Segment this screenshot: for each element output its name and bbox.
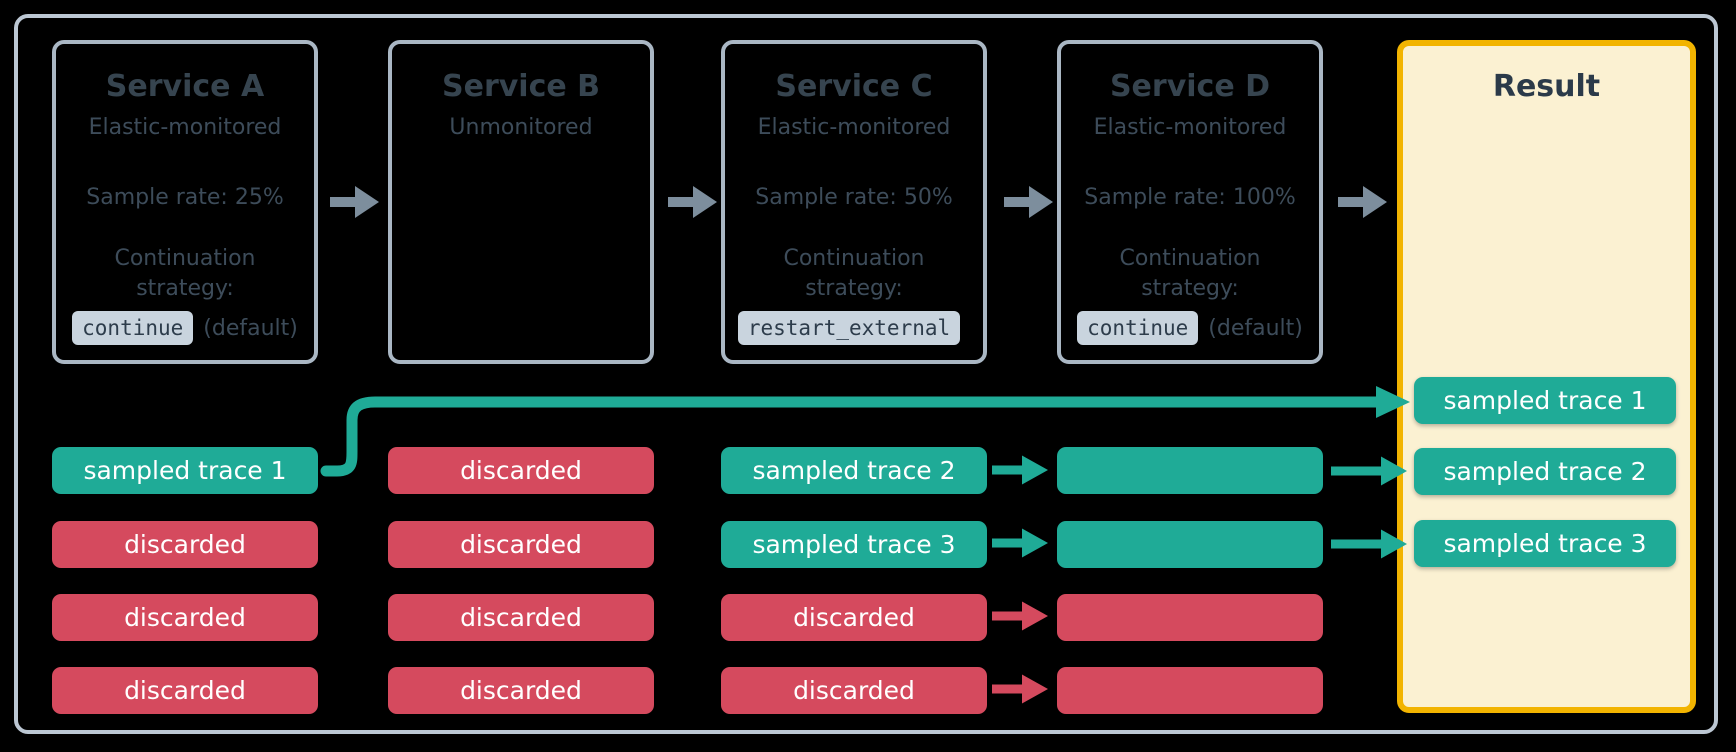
- trace-pill: discarded: [721, 667, 987, 714]
- flow-arrow-icon: [668, 186, 717, 218]
- trace-arrow-icon: [992, 528, 1048, 558]
- result-box: Result: [1397, 40, 1696, 713]
- service-d-box: Service D Elastic-monitored Sample rate:…: [1057, 40, 1323, 364]
- trace-pill: discarded: [52, 594, 318, 641]
- service-d-strategy-chip: continue: [1077, 311, 1199, 345]
- flow-arrow-icon: [1004, 186, 1053, 218]
- service-c-strategy-label: Continuation strategy:: [783, 246, 925, 301]
- trace-pill: sampled trace 2: [721, 447, 987, 494]
- trace-pill: discarded: [52, 521, 318, 568]
- service-c-title: Service C: [775, 69, 933, 104]
- trace-pill: sampled trace 1: [52, 447, 318, 494]
- trace-arrow-icon: [1331, 456, 1407, 486]
- service-b-title: Service B: [441, 69, 601, 104]
- service-d-strategy-row: continue (default): [1077, 311, 1303, 345]
- service-c-strategy-chip: restart_external: [737, 311, 961, 345]
- trace-pill: [1057, 521, 1323, 568]
- service-b-strategy-row: [409, 281, 633, 315]
- service-a-strategy-label: Continuation strategy:: [114, 246, 256, 301]
- service-d-strategy-label: Continuation strategy:: [1119, 246, 1261, 301]
- service-b-monitoring: Unmonitored: [449, 115, 593, 140]
- service-a-strategy-suffix: (default): [203, 315, 298, 341]
- service-c-monitoring: Elastic-monitored: [757, 115, 951, 140]
- result-title: Result: [1492, 69, 1601, 104]
- service-c-box: Service C Elastic-monitored Sample rate:…: [721, 40, 987, 364]
- trace-pill: [1057, 667, 1323, 714]
- service-a-strategy-chip: continue: [72, 311, 194, 345]
- service-a-box: Service A Elastic-monitored Sample rate:…: [52, 40, 318, 364]
- trace-pill: discarded: [388, 521, 654, 568]
- outer-frame: [14, 14, 1718, 734]
- trace-arrow-icon: [1331, 529, 1407, 559]
- result-trace-pill: sampled trace 3: [1414, 520, 1676, 567]
- trace-pill: [1057, 447, 1323, 494]
- service-d-strategy-suffix: (default): [1208, 315, 1303, 341]
- service-a-sample-rate: Sample rate: 25%: [86, 185, 284, 210]
- service-b-box: Service B Unmonitored: [388, 40, 654, 364]
- trace-pill: [1057, 594, 1323, 641]
- trace-pill: discarded: [388, 667, 654, 714]
- result-trace-pill: sampled trace 2: [1414, 448, 1676, 495]
- service-b-strategy-label: [409, 244, 633, 274]
- trace-pill: sampled trace 3: [721, 521, 987, 568]
- trace-arrow-icon: [992, 455, 1048, 485]
- trace-pill: discarded: [52, 667, 318, 714]
- service-d-sample-rate: Sample rate: 100%: [1084, 185, 1296, 210]
- result-trace-pill: sampled trace 1: [1414, 377, 1676, 424]
- trace-arrow-icon: [992, 674, 1048, 704]
- trace-pill: discarded: [721, 594, 987, 641]
- flow-arrow-icon: [330, 186, 379, 218]
- service-d-monitoring: Elastic-monitored: [1093, 115, 1287, 140]
- service-a-title: Service A: [105, 69, 265, 104]
- trace-pill: discarded: [388, 594, 654, 641]
- service-a-strategy-row: continue (default): [72, 311, 298, 345]
- service-a-monitoring: Elastic-monitored: [88, 115, 282, 140]
- service-d-title: Service D: [1109, 69, 1271, 104]
- service-b-sample-rate: [409, 185, 633, 211]
- service-c-strategy-row: restart_external: [737, 311, 966, 345]
- trace-pill: discarded: [388, 447, 654, 494]
- flow-arrow-icon: [1338, 186, 1387, 218]
- trace-arrow-icon: [992, 601, 1048, 631]
- service-c-sample-rate: Sample rate: 50%: [755, 185, 953, 210]
